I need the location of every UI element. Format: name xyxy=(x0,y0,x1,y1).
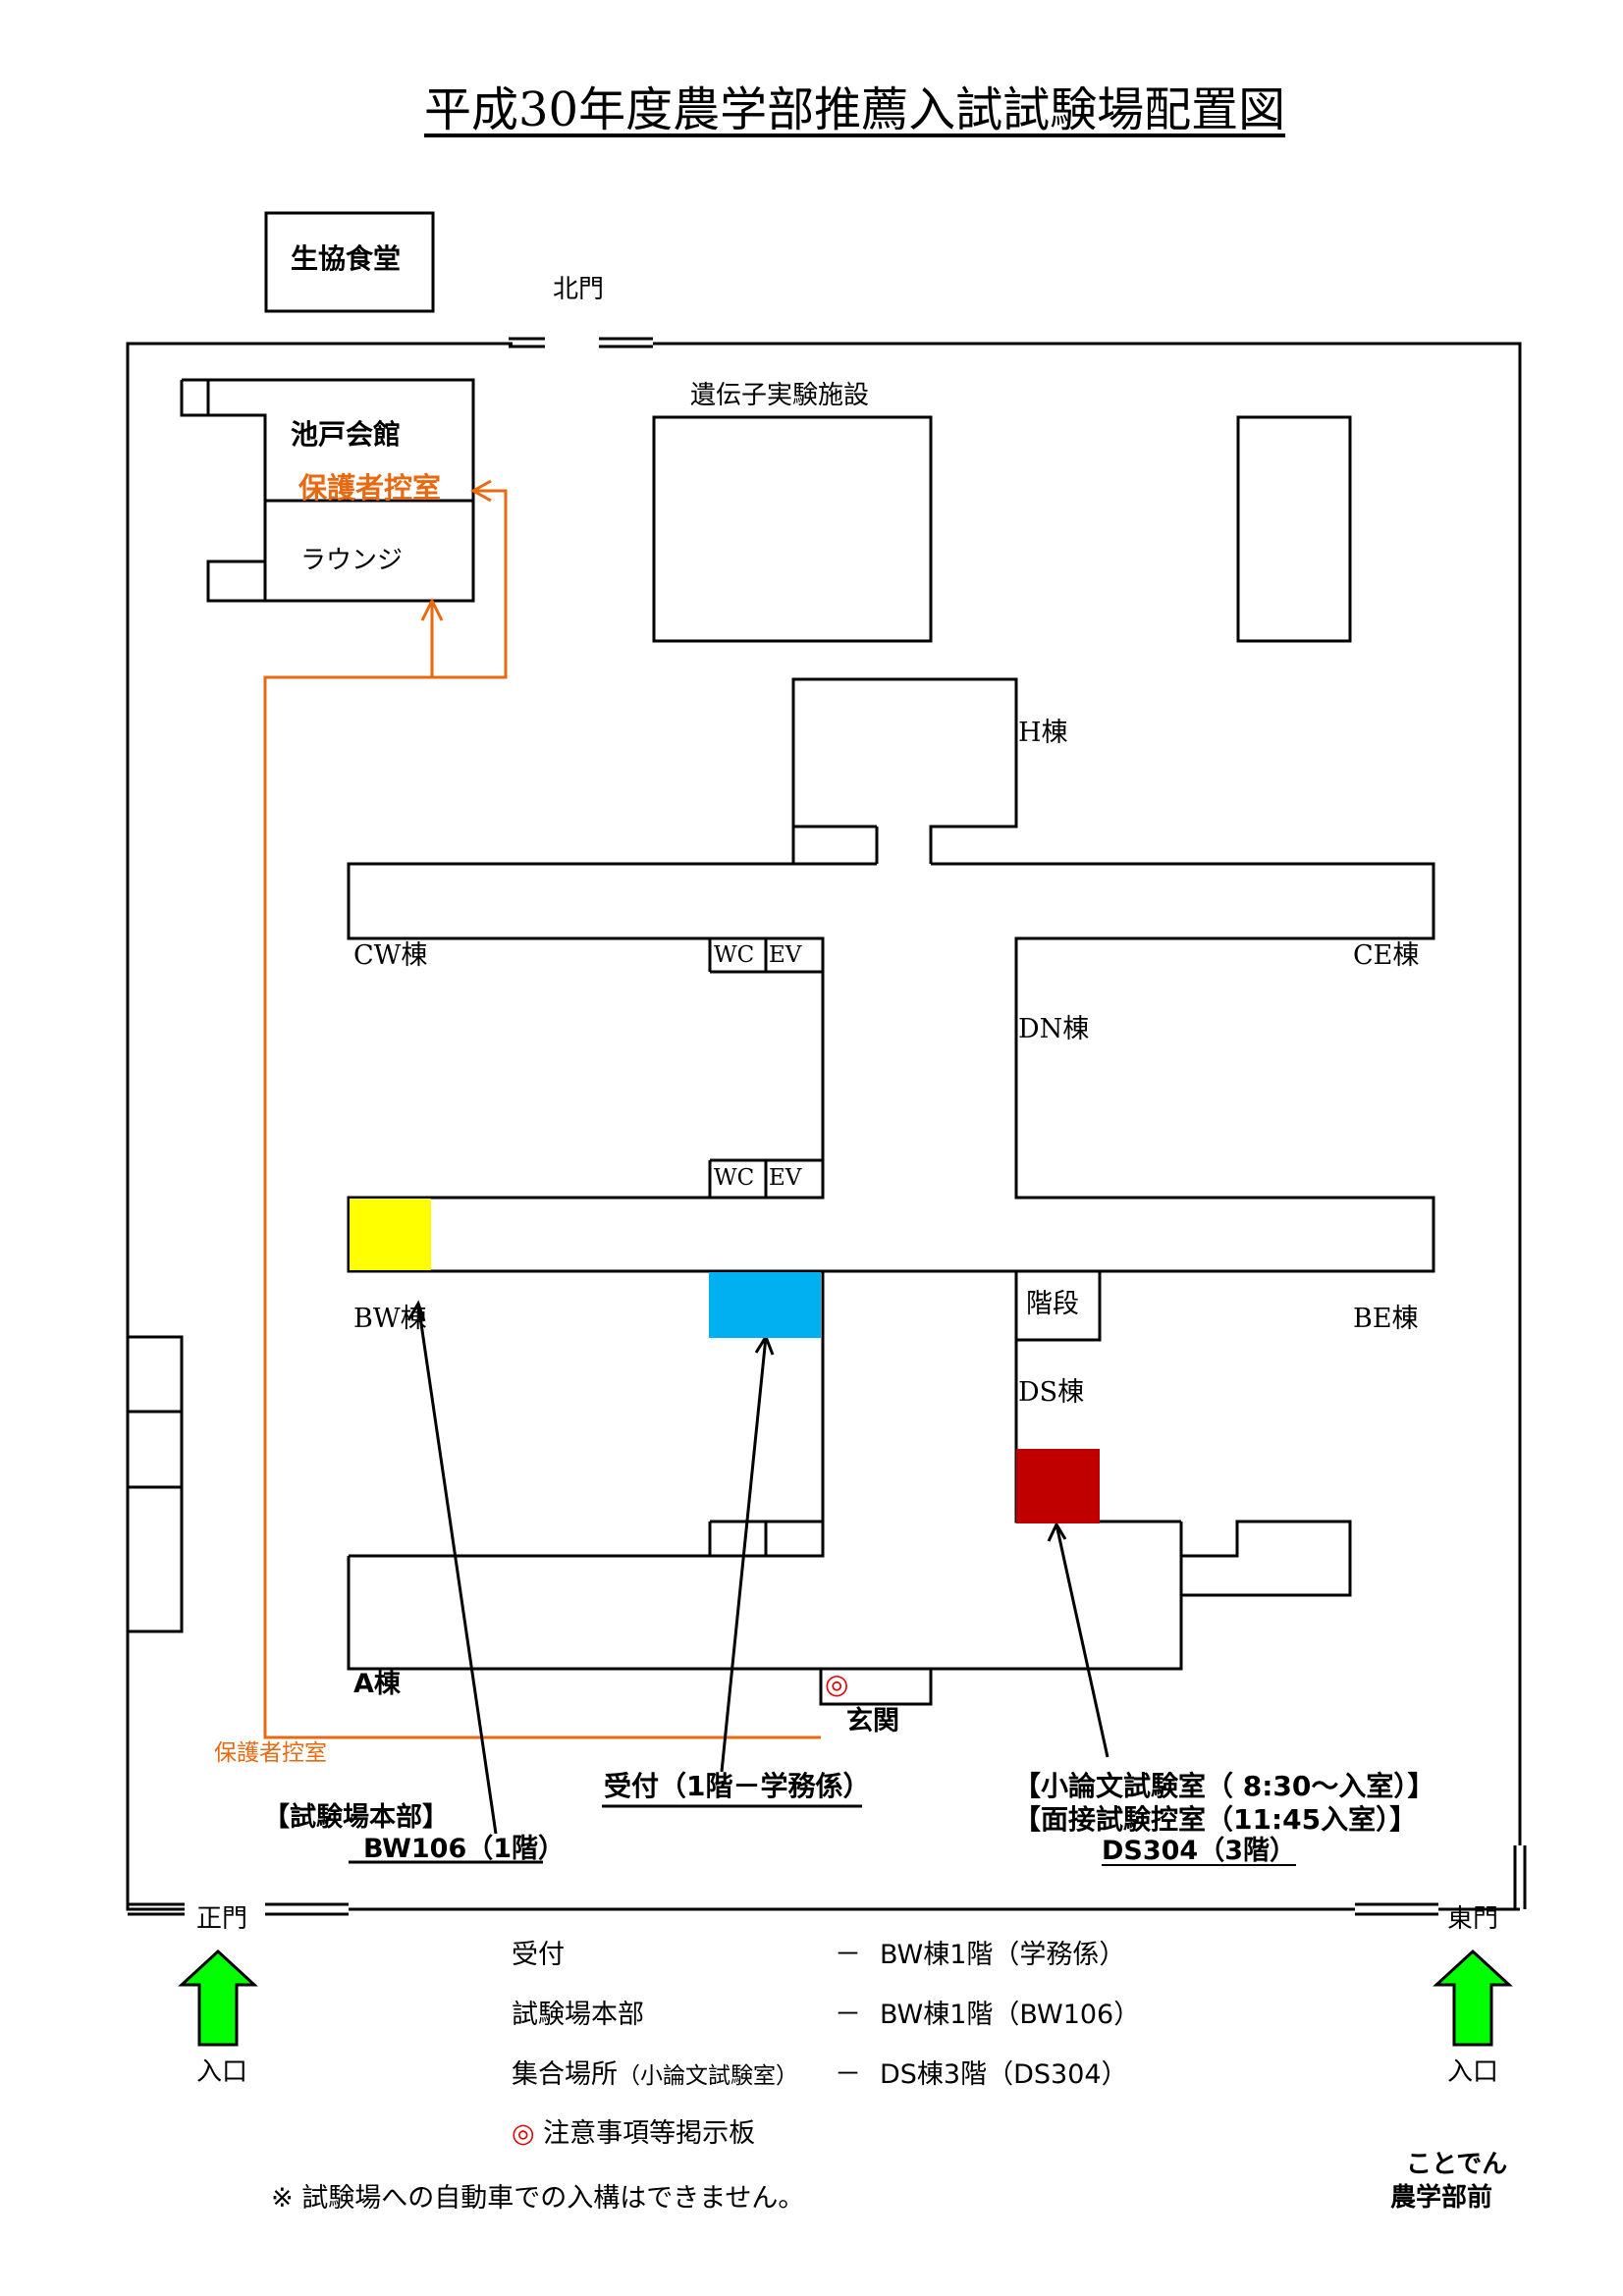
legend-dash: － xyxy=(835,2000,861,2030)
entrance-box xyxy=(819,1667,933,1706)
wc-label-lower: WC xyxy=(714,1165,755,1191)
main-gate-arrow xyxy=(178,1949,258,2047)
main-gate-entrance-label: 入口 xyxy=(196,2057,248,2087)
coop-building xyxy=(264,211,435,313)
ds-building-label: DS棟 xyxy=(1018,1377,1085,1408)
coop-label: 生協食堂 xyxy=(291,242,402,275)
essay-callout-line2: 【面接試験控室（11:45入室）】 xyxy=(1013,1803,1418,1836)
notice-board-legend: ◎ 注意事項等掲示板 xyxy=(512,2118,756,2149)
legend-dash: － xyxy=(835,2059,861,2090)
station-line1: ことでん xyxy=(1406,2150,1508,2179)
essay-callout-room: DS304（3階） xyxy=(1102,1836,1297,1866)
a-building-label: A棟 xyxy=(353,1669,401,1699)
guardian-route xyxy=(263,479,821,1739)
dn-building-label: DN棟 xyxy=(1018,1014,1090,1044)
essay-callout-line1: 【小論文試験室（ 8:30～入室）】 xyxy=(1013,1770,1435,1802)
guardian-room-label: 保護者控室 xyxy=(298,471,442,505)
ikedo-hall-west xyxy=(180,380,267,501)
legend-item-hq: 試験場本部 xyxy=(512,2000,644,2030)
wc-label-upper: WC xyxy=(714,942,755,968)
boundary-east xyxy=(653,342,1522,1845)
northeast-building xyxy=(1236,415,1352,643)
no-car-note: ※ 試験場への自動車での入構はできません。 xyxy=(271,2183,805,2214)
callout-arrows xyxy=(406,1300,1109,1835)
station-line2: 農学部前 xyxy=(1390,2183,1493,2213)
room-reception xyxy=(709,1272,821,1338)
west-building xyxy=(126,1335,184,1633)
east-gate-label: 東門 xyxy=(1447,1904,1499,1934)
legend-place-assembly: DS棟3階（DS304） xyxy=(880,2059,1128,2090)
notice-board-marker: ◎ xyxy=(825,1668,849,1700)
ev-label-upper: EV xyxy=(769,942,802,968)
guardian-route-label: 保護者控室 xyxy=(214,1740,327,1766)
room-hq xyxy=(350,1199,431,1270)
legend-dash: － xyxy=(835,1940,861,1970)
page-title: 平成30年度農学部推薦入試試験場配置図 xyxy=(424,82,1286,137)
legend-place-reception: BW棟1階（学務係） xyxy=(880,1940,1126,1970)
boundary-west xyxy=(126,342,513,1911)
stairs-label: 階段 xyxy=(1026,1289,1079,1319)
legend-item-assembly: 集合場所（小論文試験室） xyxy=(512,2059,798,2090)
gene-lab-building xyxy=(652,415,933,643)
ikedo-hall-label: 池戸会館 xyxy=(291,418,402,451)
main-gate-label: 正門 xyxy=(196,1904,248,1934)
hq-callout-room: BW106（1階） xyxy=(363,1834,566,1864)
room-essay xyxy=(1016,1449,1100,1523)
ikedo-hall xyxy=(182,378,475,603)
entrance-label: 玄関 xyxy=(846,1706,899,1736)
reception-callout: 受付（1階－学務係） xyxy=(604,1770,871,1802)
h-building xyxy=(791,677,1018,866)
cw-building-label: CW棟 xyxy=(353,940,428,971)
ce-building-label: CE棟 xyxy=(1353,940,1420,971)
east-gate-entrance-label: 入口 xyxy=(1447,2057,1499,2087)
c-corridor xyxy=(347,862,1435,1273)
legend-item-reception: 受付 xyxy=(512,1940,565,1970)
north-gate-label: 北門 xyxy=(553,275,605,304)
legend-place-hq: BW棟1階（BW106） xyxy=(880,2000,1141,2030)
hq-callout-title: 【試験場本部】 xyxy=(263,1802,449,1833)
ev-label-lower: EV xyxy=(769,1165,802,1191)
lounge-label: ラウンジ xyxy=(300,546,404,575)
east-gate-arrow xyxy=(1433,1949,1513,2047)
be-building-label: BE棟 xyxy=(1353,1304,1419,1334)
gene-lab-label: 遺伝子実験施設 xyxy=(690,381,870,410)
bw-building-label: BW棟 xyxy=(353,1304,427,1334)
h-building-label: H棟 xyxy=(1018,718,1068,748)
